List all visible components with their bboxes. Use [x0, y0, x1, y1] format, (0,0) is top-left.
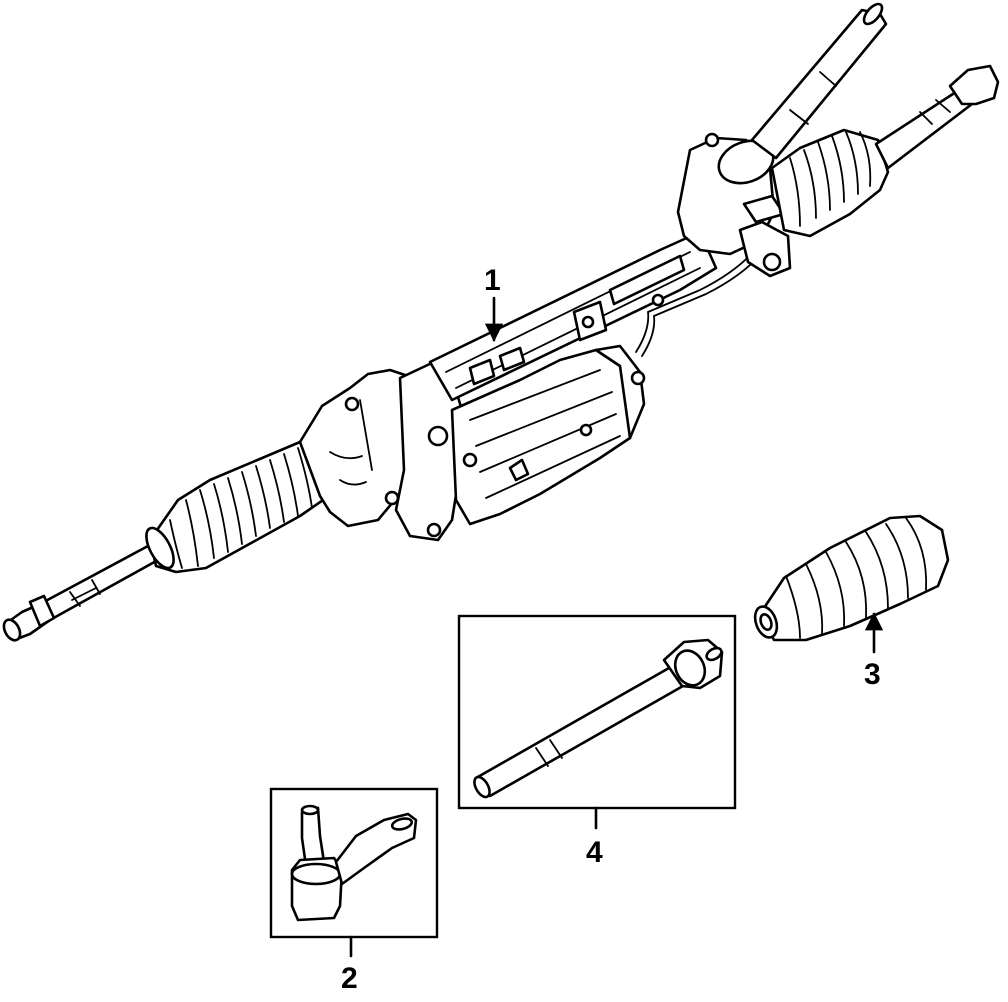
rack-boot: [753, 514, 950, 642]
right-boot: [770, 128, 890, 238]
inner-tie-rod: [457, 614, 737, 810]
right-tie-rod: [874, 64, 1000, 170]
left-tie-rod: [2, 544, 160, 642]
left-boot: [145, 440, 328, 574]
motor-housing: [394, 344, 646, 542]
steering-rack-assembly: [2, 2, 1000, 642]
pinion-housing: [676, 132, 792, 278]
callout-2-label: 2: [341, 962, 358, 995]
ball-stud: [300, 806, 326, 868]
callout-2: 2: [341, 935, 358, 995]
part-2-box: [269, 787, 439, 939]
callout-3-label: 3: [864, 658, 881, 691]
outer-tie-rod-end: [269, 787, 439, 939]
callout-4: 4: [586, 806, 603, 869]
arm: [334, 812, 418, 886]
callout-4-label: 4: [586, 836, 603, 869]
rack-tube: [428, 230, 767, 402]
input-shaft: [750, 2, 888, 160]
callout-3: 3: [864, 612, 884, 691]
tie-rod-shaft: [474, 662, 692, 798]
callout-1-label: 1: [484, 264, 501, 297]
callout-1: 1: [484, 264, 504, 342]
